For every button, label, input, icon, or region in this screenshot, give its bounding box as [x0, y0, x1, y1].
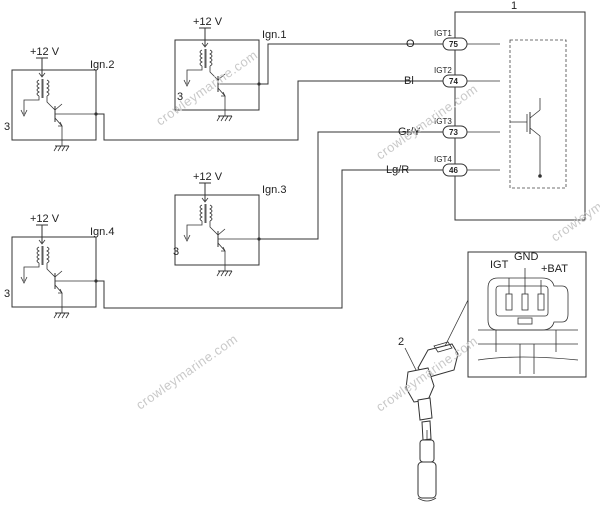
- ign3-name-label: Ign.3: [262, 184, 286, 196]
- ecu-driver-transistor: [510, 98, 542, 178]
- ign1-supply-label: +12 V: [193, 16, 223, 28]
- ign3-ground-ref: 3: [173, 246, 179, 258]
- ecu-ref-label: 1: [511, 0, 517, 12]
- wire-color-igt4: Lg/R: [386, 164, 409, 176]
- wire-color-igt2: Bl: [404, 75, 414, 87]
- ign3-supply-label: +12 V: [193, 171, 223, 183]
- svg-text:IGT4: IGT4: [434, 155, 452, 164]
- connector-leader: [444, 299, 469, 347]
- pin-igt1: IGT1 75: [434, 29, 500, 51]
- igniter-ign1: +12 V Ign.1 3: [174, 16, 286, 122]
- ign2-supply-label: +12 V: [30, 46, 60, 58]
- igniter-ign4: +12 V Ign.4 3: [4, 213, 114, 319]
- igniter-ign2: +12 V Ign.2 3: [4, 46, 114, 152]
- connector-pin-gnd: GND: [514, 251, 539, 263]
- ecu-internal-driver-area: [509, 39, 567, 189]
- wire-color-igt3: Gr/Y: [398, 126, 421, 138]
- svg-text:IGT3: IGT3: [434, 117, 452, 126]
- pin-igt3: IGT3 73: [434, 117, 500, 139]
- connector-pin-bat: +BAT: [541, 263, 568, 275]
- connector-pin-igt: IGT: [490, 259, 509, 271]
- wire-igt4: [96, 169, 443, 309]
- ign4-supply-label: +12 V: [30, 213, 60, 225]
- ign4-ground-ref: 3: [4, 288, 10, 300]
- svg-text:74: 74: [449, 77, 458, 86]
- svg-text:75: 75: [449, 40, 458, 49]
- pin-igt4: IGT4 46: [434, 155, 500, 177]
- watermark-3: crowleymarine.com: [133, 331, 240, 412]
- signal-wires: [96, 43, 443, 309]
- connector-detail: IGT GND +BAT: [467, 251, 587, 378]
- igniter-ign3: +12 V Ign.3 3: [173, 171, 286, 277]
- wire-igt2: [96, 80, 443, 141]
- ign2-name-label: Ign.2: [90, 59, 114, 71]
- ign1-name-label: Ign.1: [262, 29, 286, 41]
- ecu-block: 1 IGT1 75 IGT2 74 IGT3 73 IGT4 46: [434, 0, 586, 221]
- wire-color-igt1: O: [406, 38, 415, 50]
- svg-text:IGT1: IGT1: [434, 29, 452, 38]
- wire-igt1: [259, 43, 443, 85]
- coil-ref-label: 2: [398, 336, 404, 348]
- svg-text:IGT2: IGT2: [434, 66, 452, 75]
- ign1-ground-ref: 3: [177, 91, 183, 103]
- ignition-coil: 2: [398, 336, 459, 502]
- svg-text:46: 46: [449, 166, 458, 175]
- pin-igt2: IGT2 74: [434, 66, 500, 88]
- svg-text:73: 73: [449, 128, 458, 137]
- ign4-name-label: Ign.4: [90, 226, 114, 238]
- ign2-ground-ref: 3: [4, 121, 10, 133]
- wire-igt3: [259, 131, 443, 240]
